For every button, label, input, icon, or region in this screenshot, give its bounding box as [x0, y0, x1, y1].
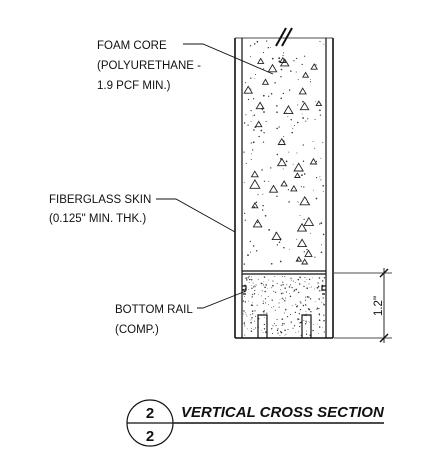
foam-core-hatch	[243, 40, 325, 265]
title-block: 2 2 VERTICAL CROSS SECTION	[126, 399, 385, 447]
break-mark	[275, 27, 293, 47]
label-foam-core: FOAM CORE (POLYURETHANE - 1.9 PCF MIN.)	[97, 40, 204, 92]
label-bottom-rail: BOTTOM RAIL (COMP.)	[115, 304, 196, 336]
leader-fiberglass-skin	[156, 198, 236, 233]
detail-number: 2	[146, 405, 154, 422]
fiberglass-skin	[234, 37, 334, 339]
label-fiberglass-skin: FIBERGLASS SKIN (0.125" MIN. THK.)	[49, 194, 154, 225]
bottom-rail	[242, 275, 326, 338]
leader-bottom-rail	[197, 290, 247, 309]
leader-foam-core	[183, 43, 274, 75]
drawing-title: VERTICAL CROSS SECTION	[181, 404, 385, 421]
dimension-bottom-rail-height: 1.2"	[334, 268, 392, 343]
dimension-text: 1.2"	[373, 296, 385, 316]
sheet-number: 2	[146, 428, 154, 445]
